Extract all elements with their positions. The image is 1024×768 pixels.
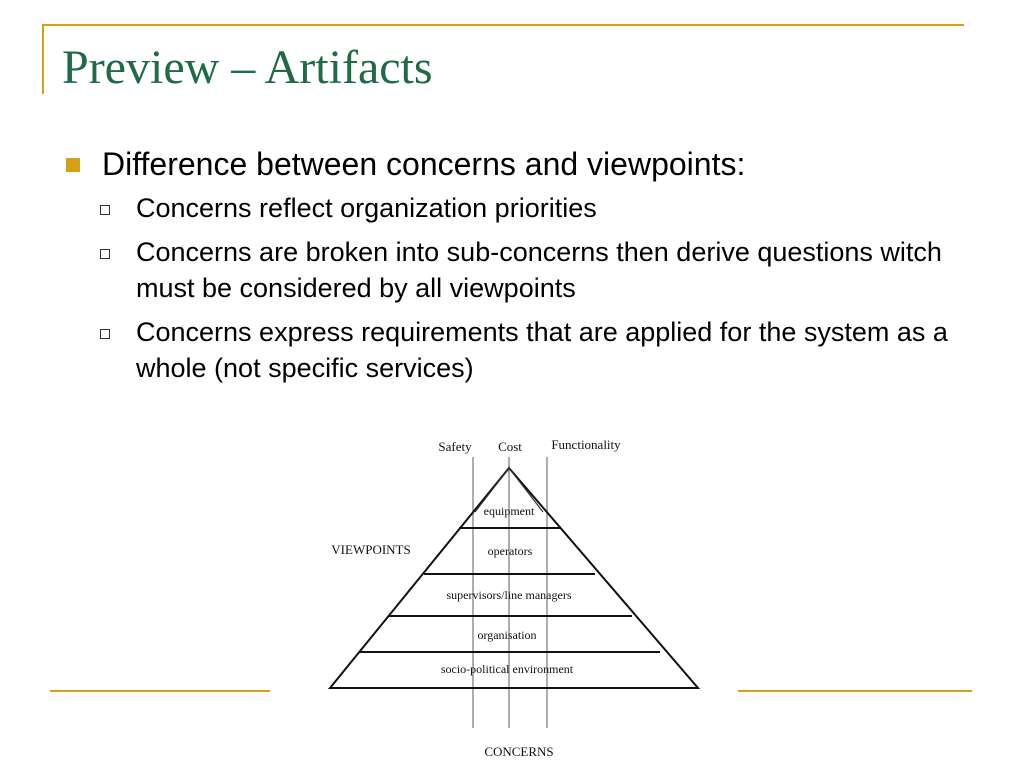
- sub-bullet-2-text: Concerns are broken into sub-concerns th…: [136, 237, 942, 303]
- level-label-equipment: equipment: [484, 504, 535, 518]
- sub-bullet-1-text: Concerns reflect organization priorities: [136, 193, 597, 223]
- hollow-square-bullet-icon: [100, 205, 110, 215]
- bullet-main-text: Difference between concerns and viewpoin…: [102, 146, 746, 182]
- title-frame-top-rule: [42, 24, 964, 26]
- level-label-socio-political: socio-political environment: [441, 662, 574, 676]
- level-label-supervisors: supervisors/line managers: [447, 588, 572, 602]
- apex-line-left: [474, 467, 510, 513]
- concerns-label: CONCERNS: [484, 744, 553, 759]
- concern-label-cost: Cost: [498, 439, 522, 454]
- sub-bullet-3-text: Concerns express requirements that are a…: [136, 317, 948, 383]
- viewpoints-label: VIEWPOINTS: [331, 542, 410, 557]
- hollow-square-bullet-icon: [100, 249, 110, 259]
- level-label-organisation: organisation: [477, 628, 536, 642]
- slide-title: Preview – Artifacts: [62, 41, 433, 94]
- concern-label-safety: Safety: [438, 439, 472, 454]
- level-label-operators: operators: [488, 544, 533, 558]
- sub-bullet-3: Concerns express requirements that are a…: [100, 314, 962, 386]
- concern-label-functionality: Functionality: [551, 437, 621, 452]
- sub-bullet-1: Concerns reflect organization priorities: [100, 190, 962, 226]
- bullet-list: Difference between concerns and viewpoin…: [62, 142, 962, 386]
- apex-line-right: [508, 467, 544, 513]
- pyramid-outline: [327, 466, 701, 689]
- bullet-main: Difference between concerns and viewpoin…: [62, 142, 962, 186]
- hollow-square-bullet-icon: [100, 329, 110, 339]
- footer-rule-left: [50, 690, 270, 692]
- sub-bullet-2: Concerns are broken into sub-concerns th…: [100, 234, 962, 306]
- footer-rule-right: [738, 690, 972, 692]
- title-frame-left-rule: [42, 24, 44, 94]
- square-bullet-icon: [66, 158, 80, 172]
